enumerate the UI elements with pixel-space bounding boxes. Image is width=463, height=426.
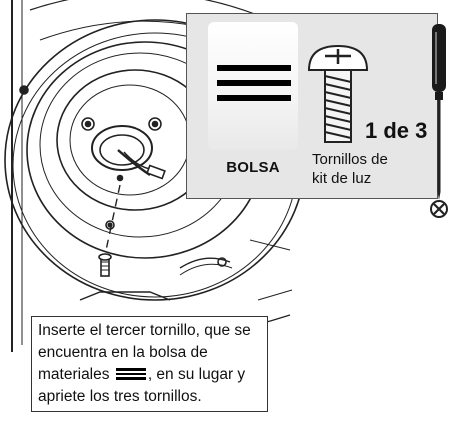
instruction-text-part1: Inserte el tercer tornillo, que se encue… [38, 322, 251, 383]
quantity-label: 1 de 3 [365, 118, 428, 143]
three-bars-icon [217, 65, 291, 111]
instruction-text-part2: , en su lugar y apriete los tres tornill… [38, 366, 246, 405]
instruction-box: Inserte el tercer tornillo, que se encue… [31, 316, 268, 412]
bag-label: BOLSA [226, 159, 280, 176]
screw-icon [307, 44, 369, 143]
screwdriver-icon [430, 24, 448, 218]
screws-label-line2: kit de luz [312, 170, 372, 187]
instruction-text: Inserte el tercer tornillo, que se encue… [38, 320, 261, 408]
screws-label-line1: Tornillos de [312, 151, 388, 168]
screws-label: Tornillos de kit de luz [312, 150, 422, 188]
hardware-bag-icon [208, 22, 298, 150]
bag-icon-inline [115, 368, 146, 380]
